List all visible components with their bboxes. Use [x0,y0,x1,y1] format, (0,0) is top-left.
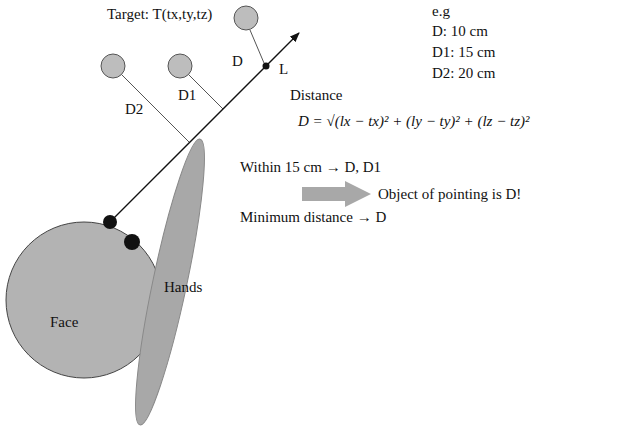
eye-dot [124,234,140,250]
target-circle [234,6,258,30]
label-text: Minimum distance → D [240,208,386,226]
node-text: Face [50,313,78,331]
label-text: Object of pointing is D! [378,185,521,203]
pointing-point [263,63,270,70]
node-outline [5,221,163,379]
label-text: e.g [432,2,450,20]
label-text: D: 10 cm [432,22,488,40]
object-circle [101,54,125,78]
label-text: D1 [178,86,196,104]
eye-dot [103,215,117,229]
label-text: Target: T(tx,ty,tz) [107,5,212,23]
distance-line [250,30,264,63]
label-text: D2 [125,100,143,118]
node-text: Hands [164,278,202,296]
label-text: D = √(lx − tx)² + (ly − ty)² + (lz − tz)… [298,112,530,130]
label-text: D1: 15 cm [432,43,495,61]
face-circle: Face [5,221,163,379]
object-circle [168,54,192,78]
label-text: Distance [290,86,342,104]
hands-ellipse: Hands [120,130,220,430]
label-text: L [279,60,288,78]
label-text: D2: 20 cm [432,64,495,82]
block-arrow [302,181,371,207]
label-text: Within 15 cm → D, D1 [240,158,381,176]
distance-line [122,75,190,143]
label-text: D [232,52,243,70]
pointing-line [110,33,299,222]
